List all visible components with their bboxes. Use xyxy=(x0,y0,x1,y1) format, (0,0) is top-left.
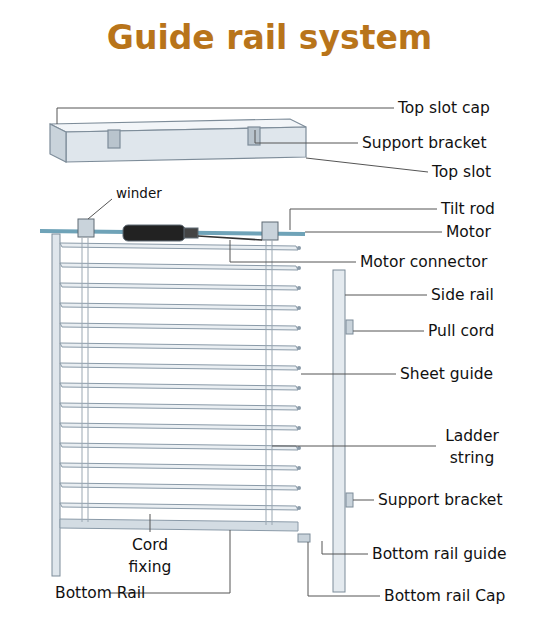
right-side-rail xyxy=(298,270,353,592)
part-label: Top slot xyxy=(432,161,491,183)
diagram-title: Guide rail system xyxy=(0,18,539,57)
part-label: Motor xyxy=(446,221,491,243)
part-label: Ladder string xyxy=(432,425,512,469)
part-label: Bottom rail Cap xyxy=(384,585,505,607)
left-side-rail xyxy=(52,234,60,576)
part-label: Bottom Rail xyxy=(55,582,145,604)
part-label: Cord fixing xyxy=(112,534,188,578)
sheet-guides xyxy=(297,246,301,510)
part-label: winder xyxy=(116,182,162,204)
part-label: Support bracket xyxy=(378,489,502,511)
part-label: Pull cord xyxy=(428,320,494,342)
part-label: Side rail xyxy=(431,284,494,306)
headrail-parts xyxy=(40,219,305,241)
part-label: Sheet guide xyxy=(400,363,493,385)
leader-lines xyxy=(57,108,442,596)
top-slot xyxy=(50,119,306,162)
slats xyxy=(60,243,298,531)
part-label: Bottom rail guide xyxy=(372,543,507,565)
part-label: Tilt rod xyxy=(441,198,495,220)
part-label: Top slot cap xyxy=(398,97,490,119)
part-label: Support bracket xyxy=(362,132,486,154)
ladder-strings xyxy=(82,238,272,525)
part-label: Motor connector xyxy=(360,251,487,273)
